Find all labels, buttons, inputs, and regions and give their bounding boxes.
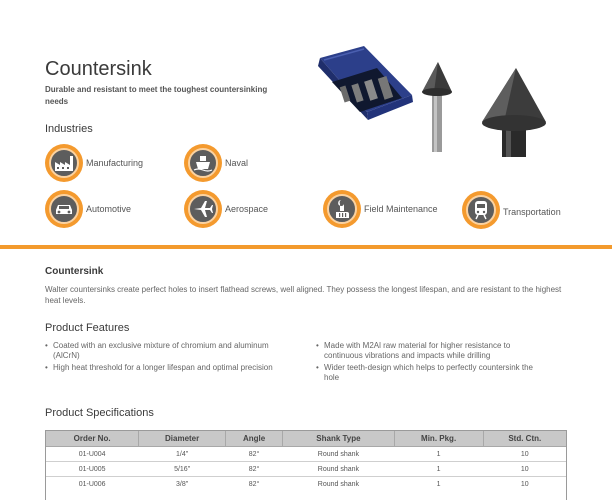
car-icon — [45, 190, 83, 228]
wrench-hand-icon — [323, 190, 361, 228]
industry-label: Naval — [225, 158, 249, 168]
table-row: 01-U004 1/4" 82° Round shank 1 10 — [45, 446, 567, 462]
table-cell: 01-U004 — [45, 446, 139, 462]
industries-heading: Industries — [45, 123, 93, 135]
features-list-right: Made with M2Al raw material for higher r… — [316, 341, 548, 385]
page-subtitle: Durable and resistant to meet the toughe… — [45, 85, 268, 106]
factory-icon — [45, 144, 83, 182]
table-cell: 1 — [394, 461, 484, 477]
table-cell: 01-U005 — [45, 461, 139, 477]
countersink-bit-large-image — [482, 68, 546, 157]
industry-automotive: Automotive — [45, 190, 131, 228]
table-cell: 3/8" — [176, 480, 189, 488]
table-cell: 1 — [436, 480, 441, 488]
table-cell: 82° — [225, 446, 283, 462]
product-photo — [318, 46, 546, 157]
column-header: Diameter — [138, 430, 226, 447]
section-divider — [0, 245, 612, 249]
column-header: Std. Ctn. — [482, 430, 568, 447]
airplane-icon — [184, 190, 222, 228]
specs-table: Order No. Diameter Angle Shank Type Min.… — [44, 430, 568, 492]
column-header: Order No. — [44, 430, 140, 447]
feature-item: Made with M2Al raw material for higher r… — [316, 341, 548, 361]
industry-label: Transportation — [503, 207, 561, 217]
industry-field-maintenance: Field Maintenance — [323, 190, 438, 228]
column-header: Angle — [224, 430, 284, 447]
description-text: Walter countersinks create perfect holes… — [45, 285, 562, 305]
industry-transportation: Transportation — [462, 191, 561, 229]
column-header: Shank Type — [282, 430, 395, 447]
table-cell: Round shank — [282, 461, 395, 477]
table-cell: Round shank — [282, 446, 395, 462]
features-heading: Product Features — [45, 322, 130, 334]
page-title: Countersink — [45, 58, 152, 80]
industry-label: Manufacturing — [86, 158, 144, 168]
table-cell: Round shank — [317, 480, 360, 488]
table-cell: 82° — [225, 461, 283, 477]
industry-naval: Naval — [184, 144, 248, 182]
industry-label: Field Maintenance — [364, 204, 438, 214]
table-cell: 01-U006 — [78, 480, 106, 488]
table-header-row: Order No. Diameter Angle Shank Type Min.… — [44, 430, 568, 447]
industry-aerospace: Aerospace — [184, 190, 268, 228]
countersink-bit-small-image — [422, 62, 452, 152]
features-list-left: Coated with an exclusive mixture of chro… — [45, 341, 277, 375]
column-header: Min. Pkg. — [393, 430, 484, 447]
table-cell: 10 — [520, 480, 529, 488]
specs-heading: Product Specifications — [45, 407, 154, 419]
table-cell: 1/4" — [138, 446, 226, 462]
ship-icon — [184, 144, 222, 182]
table-cell: 1 — [394, 446, 484, 462]
table-row: 01-U005 5/16" 82° Round shank 1 10 — [45, 461, 567, 477]
description-heading: Countersink — [45, 266, 104, 277]
table-row: 01-U006 3/8" 82° Round shank 1 10 — [46, 477, 567, 492]
industry-label: Automotive — [86, 204, 132, 214]
table-cell: 10 — [483, 446, 567, 462]
table-cell: 5/16" — [138, 461, 226, 477]
countersink-case-image — [318, 46, 413, 120]
industry-manufacturing: Manufacturing — [45, 144, 143, 182]
table-cell: 82° — [248, 480, 260, 488]
table-cell: 10 — [483, 461, 567, 477]
industry-label: Aerospace — [225, 204, 269, 214]
feature-item: Wider teeth-design which helps to perfec… — [316, 363, 548, 383]
feature-item: Coated with an exclusive mixture of chro… — [45, 341, 277, 361]
feature-item: High heat threshold for a longer lifespa… — [45, 363, 277, 373]
train-icon — [462, 191, 500, 229]
